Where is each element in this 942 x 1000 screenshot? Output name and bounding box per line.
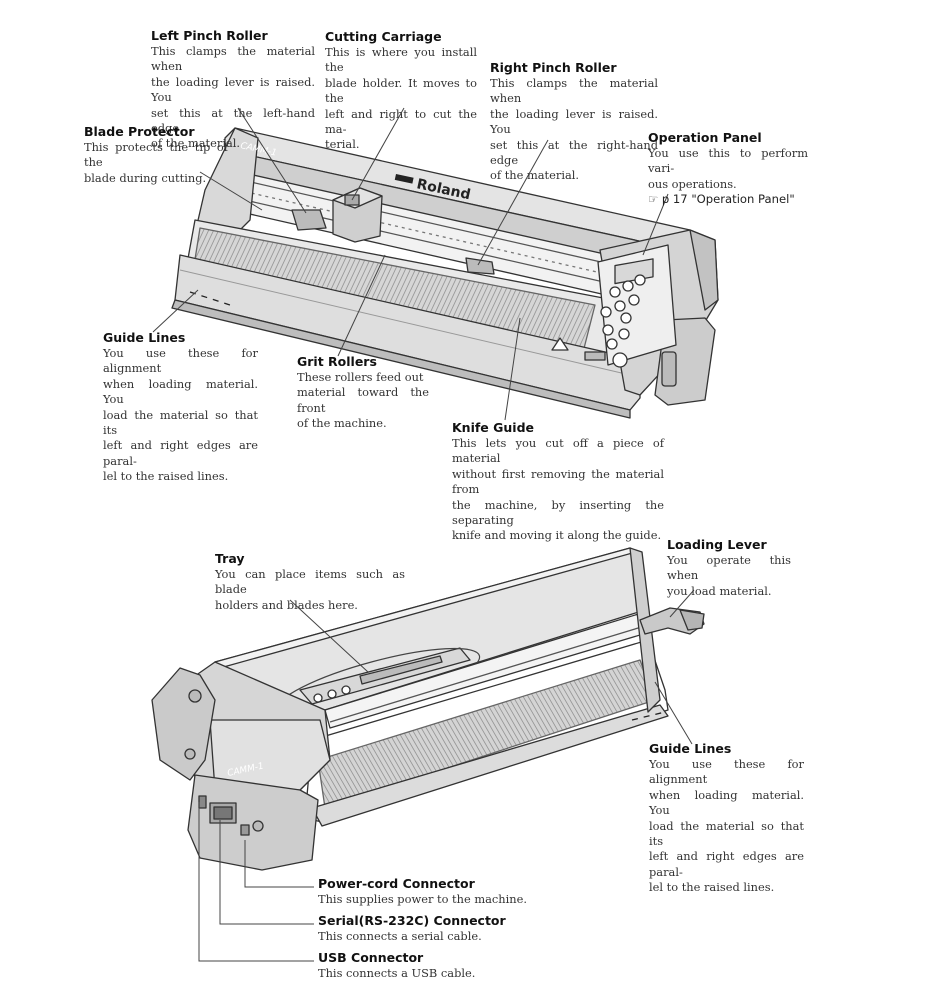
callout-title: Right Pinch Roller bbox=[490, 60, 617, 75]
callout-line: of the machine. bbox=[297, 416, 387, 431]
callout-line: You can place items such as blade bbox=[215, 567, 405, 597]
callout-title: Cutting Carriage bbox=[325, 29, 442, 44]
callout-usb-connector: USB Connector This connects a USB cable. bbox=[318, 950, 548, 981]
callout-blade-protector: Blade Protector This protects the tip of… bbox=[84, 124, 228, 186]
callout-title: Operation Panel bbox=[648, 130, 762, 145]
callout-cutting-carriage: Cutting Carriage This is where you insta… bbox=[325, 29, 477, 153]
callout-title: Serial(RS-232C) Connector bbox=[318, 913, 506, 928]
callout-power-cord-connector: Power-cord Connector This supplies power… bbox=[318, 876, 548, 907]
callout-line: These rollers feed out bbox=[297, 370, 424, 384]
callout-line: left and right edges are paral- bbox=[103, 438, 258, 468]
callout-line: You use these for alignment bbox=[103, 346, 258, 376]
callout-line: when loading material. You bbox=[649, 787, 804, 818]
callout-line: This connects a serial cable. bbox=[318, 929, 482, 943]
callout-line: lel to the raised lines. bbox=[649, 880, 775, 895]
front-machine: Roland CAMM-1 bbox=[171, 127, 719, 419]
callout-line: the machine, by inserting the separating bbox=[452, 497, 664, 528]
callout-knife-guide: Knife Guide This lets you cut off a piec… bbox=[452, 420, 664, 544]
leader-lines bbox=[152, 107, 695, 962]
callout-line: This clamps the material when bbox=[151, 44, 315, 74]
callout-line: when loading material. You bbox=[103, 376, 258, 407]
callout-line: material toward the front bbox=[297, 385, 429, 415]
callout-line: the loading lever is raised. You bbox=[151, 74, 315, 105]
callout-line: knife and moving it along the guide. bbox=[452, 528, 662, 543]
callout-line: lel to the raised lines. bbox=[103, 469, 229, 484]
callout-line: you load material. bbox=[667, 583, 772, 598]
callout-line: This connects a USB cable. bbox=[318, 966, 476, 980]
callout-line: terial. bbox=[325, 137, 360, 152]
callout-line: of the material. bbox=[490, 168, 580, 183]
rear-machine: CAMM-1 bbox=[151, 547, 705, 871]
callout-title: Blade Protector bbox=[84, 124, 195, 139]
callout-title: Guide Lines bbox=[649, 741, 732, 756]
callout-ref[interactable]: ☞ p 17 "Operation Panel" bbox=[648, 192, 808, 207]
callout-title: Guide Lines bbox=[103, 330, 186, 345]
callout-right-pinch-roller: Right Pinch Roller This clamps the mater… bbox=[490, 60, 658, 184]
callout-left-pinch-roller: Left Pinch Roller This clamps the materi… bbox=[151, 28, 315, 152]
callout-line: This protects the tip of the bbox=[84, 140, 228, 170]
callout-tray: Tray You can place items such as blade h… bbox=[215, 551, 405, 613]
callout-operation-panel: Operation Panel You use this to perform … bbox=[648, 130, 808, 208]
callout-line: This supplies power to the machine. bbox=[318, 892, 527, 906]
callout-title: Loading Lever bbox=[667, 537, 767, 552]
callout-line: without first removing the material from bbox=[452, 466, 664, 497]
callout-line: left and right to cut the ma- bbox=[325, 106, 477, 137]
callout-line: This clamps the material when bbox=[490, 76, 658, 106]
callout-line: This lets you cut off a piece of materia… bbox=[452, 436, 664, 466]
callout-line: set this at the left-hand edge bbox=[151, 105, 315, 136]
callout-line: ous operations. bbox=[648, 176, 737, 191]
callout-line: holders and blades here. bbox=[215, 597, 358, 612]
page-reference-link[interactable]: p 17 "Operation Panel" bbox=[661, 192, 795, 207]
callout-grit-rollers: Grit Rollers These rollers feed out mate… bbox=[297, 354, 429, 432]
callout-line: You use these for alignment bbox=[649, 757, 804, 787]
callout-title: USB Connector bbox=[318, 950, 424, 965]
callout-guide-lines-rear: Guide Lines You use these for alignment … bbox=[649, 741, 804, 896]
callout-line: blade holder. It moves to the bbox=[325, 75, 477, 106]
callout-line: of the material. bbox=[151, 136, 241, 151]
callout-line: load the material so that its bbox=[649, 818, 804, 849]
callout-serial-connector: Serial(RS-232C) Connector This connects … bbox=[318, 913, 548, 944]
callout-line: the loading lever is raised. You bbox=[490, 106, 658, 137]
callout-line: You operate this when bbox=[667, 553, 791, 583]
callout-title: Grit Rollers bbox=[297, 354, 377, 369]
callout-title: Tray bbox=[215, 551, 245, 566]
callout-line: You use this to perform vari- bbox=[648, 146, 808, 176]
callout-guide-lines-front: Guide Lines You use these for alignment … bbox=[103, 330, 258, 485]
callout-line: left and right edges are paral- bbox=[649, 849, 804, 879]
callout-title: Power-cord Connector bbox=[318, 876, 475, 891]
callout-line: blade during cutting. bbox=[84, 170, 207, 185]
hand-pointer-icon: ☞ bbox=[648, 192, 659, 207]
callout-title: Left Pinch Roller bbox=[151, 28, 268, 43]
callout-line: load the material so that its bbox=[103, 407, 258, 438]
callout-title: Knife Guide bbox=[452, 420, 535, 435]
callout-line: set this at the right-hand edge bbox=[490, 137, 658, 168]
callout-loading-lever: Loading Lever You operate this when you … bbox=[667, 537, 791, 599]
callout-line: This is where you install the bbox=[325, 45, 477, 75]
